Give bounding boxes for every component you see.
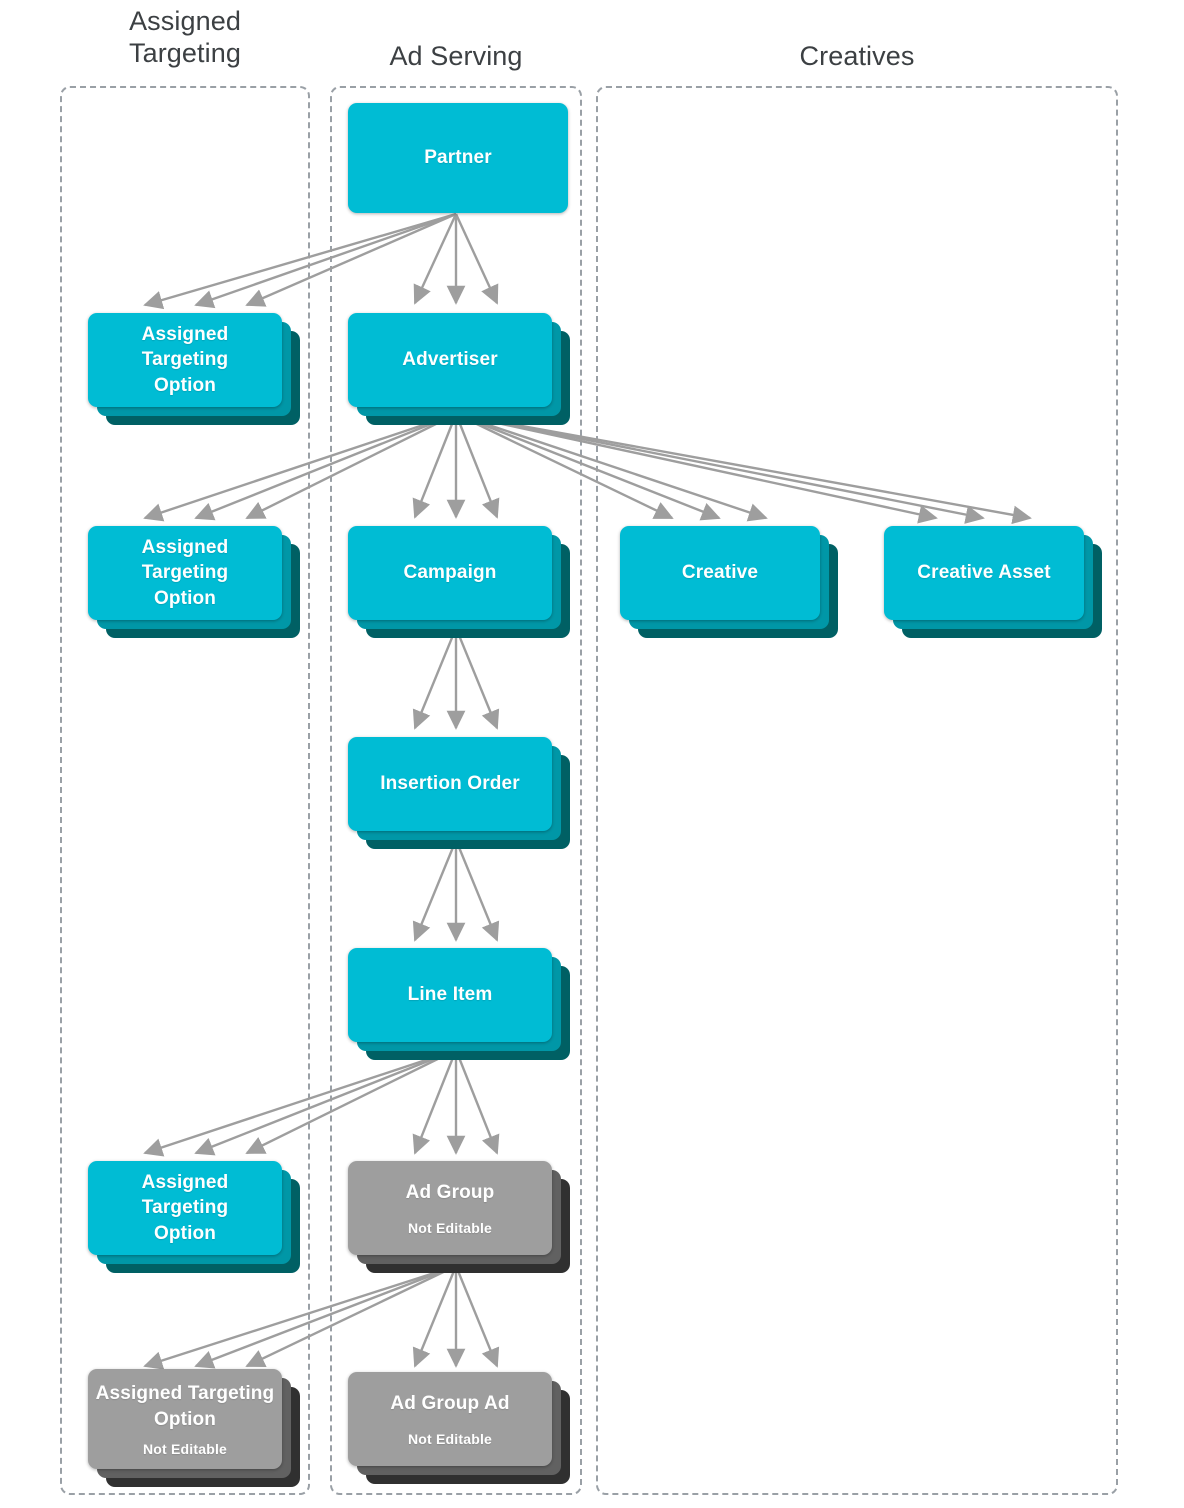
node-partner-card[interactable]: Partner [348, 103, 568, 213]
node-line-item-label: Line Item [407, 984, 493, 1006]
node-ad-group-not-editable-badge: Not Editable [407, 1219, 493, 1236]
node-creative-asset-label: Creative Asset [917, 562, 1051, 584]
node-advertiser-label: Advertiser [402, 349, 498, 371]
node-advertiser-card[interactable]: Advertiser [348, 313, 552, 407]
node-ad-group-card[interactable]: Ad Group Not Editable [348, 1161, 552, 1255]
column-header-creatives: Creatives [596, 41, 1118, 73]
node-assigned-targeting-option-2[interactable]: Assigned Targeting Option [88, 526, 300, 638]
node-assigned-targeting-option-card[interactable]: Assigned Targeting Option [88, 526, 282, 620]
node-campaign-card[interactable]: Campaign [348, 526, 552, 620]
node-assigned-targeting-option-1[interactable]: Assigned Targeting Option [88, 313, 300, 425]
node-partner-label: Partner [424, 147, 492, 169]
node-ad-group-ad-not-editable-badge: Not Editable [407, 1430, 493, 1447]
node-insertion-order-card[interactable]: Insertion Order [348, 737, 552, 831]
node-insertion-order-label: Insertion Order [380, 773, 520, 795]
node-assigned-targeting-option-4[interactable]: Assigned Targeting Option Not Editable [88, 1369, 300, 1487]
node-ad-group-ad-card[interactable]: Ad Group Ad Not Editable [348, 1372, 552, 1466]
node-ad-group-ad-label: Ad Group Ad [390, 1393, 510, 1415]
column-header-line-1: Assigned [129, 6, 241, 36]
column-header-assigned-targeting: Assigned Targeting [60, 6, 310, 70]
column-header-line-2: Targeting [129, 37, 241, 68]
node-creative-label: Creative [681, 562, 759, 584]
node-assigned-targeting-option-label: Assigned Targeting Option [95, 1383, 275, 1430]
node-creative-asset-card[interactable]: Creative Asset [884, 526, 1084, 620]
node-ad-group[interactable]: Ad Group Not Editable [348, 1161, 570, 1273]
node-partner[interactable]: Partner [348, 103, 568, 213]
group-container-ad-serving [330, 86, 582, 1495]
node-line-item[interactable]: Line Item [348, 948, 570, 1060]
node-assigned-targeting-option-3[interactable]: Assigned Targeting Option [88, 1161, 300, 1273]
node-assigned-targeting-option-card[interactable]: Assigned Targeting Option Not Editable [88, 1369, 282, 1469]
node-ad-group-label: Ad Group [405, 1182, 495, 1204]
node-creative-asset[interactable]: Creative Asset [884, 526, 1102, 638]
node-creative[interactable]: Creative [620, 526, 838, 638]
group-container-creatives [596, 86, 1118, 1495]
node-creative-card[interactable]: Creative [620, 526, 820, 620]
column-header-line-1: Creatives [799, 41, 915, 71]
column-header-line-1: Ad Serving [389, 41, 523, 71]
node-insertion-order[interactable]: Insertion Order [348, 737, 570, 849]
node-campaign-label: Campaign [403, 562, 497, 584]
node-assigned-targeting-option-label: Assigned Targeting Option [141, 537, 229, 609]
node-assigned-targeting-option-label: Assigned Targeting Option [141, 324, 229, 396]
node-campaign[interactable]: Campaign [348, 526, 570, 638]
column-header-ad-serving: Ad Serving [330, 41, 582, 73]
node-assigned-targeting-option-card[interactable]: Assigned Targeting Option [88, 1161, 282, 1255]
node-assigned-targeting-option-label: Assigned Targeting Option [141, 1172, 229, 1244]
node-advertiser[interactable]: Advertiser [348, 313, 570, 425]
node-line-item-card[interactable]: Line Item [348, 948, 552, 1042]
node-ad-group-ad[interactable]: Ad Group Ad Not Editable [348, 1372, 570, 1484]
node-assigned-targeting-option-not-editable-badge: Not Editable [142, 1440, 228, 1457]
group-container-assigned-targeting [60, 86, 310, 1495]
node-assigned-targeting-option-card[interactable]: Assigned Targeting Option [88, 313, 282, 407]
